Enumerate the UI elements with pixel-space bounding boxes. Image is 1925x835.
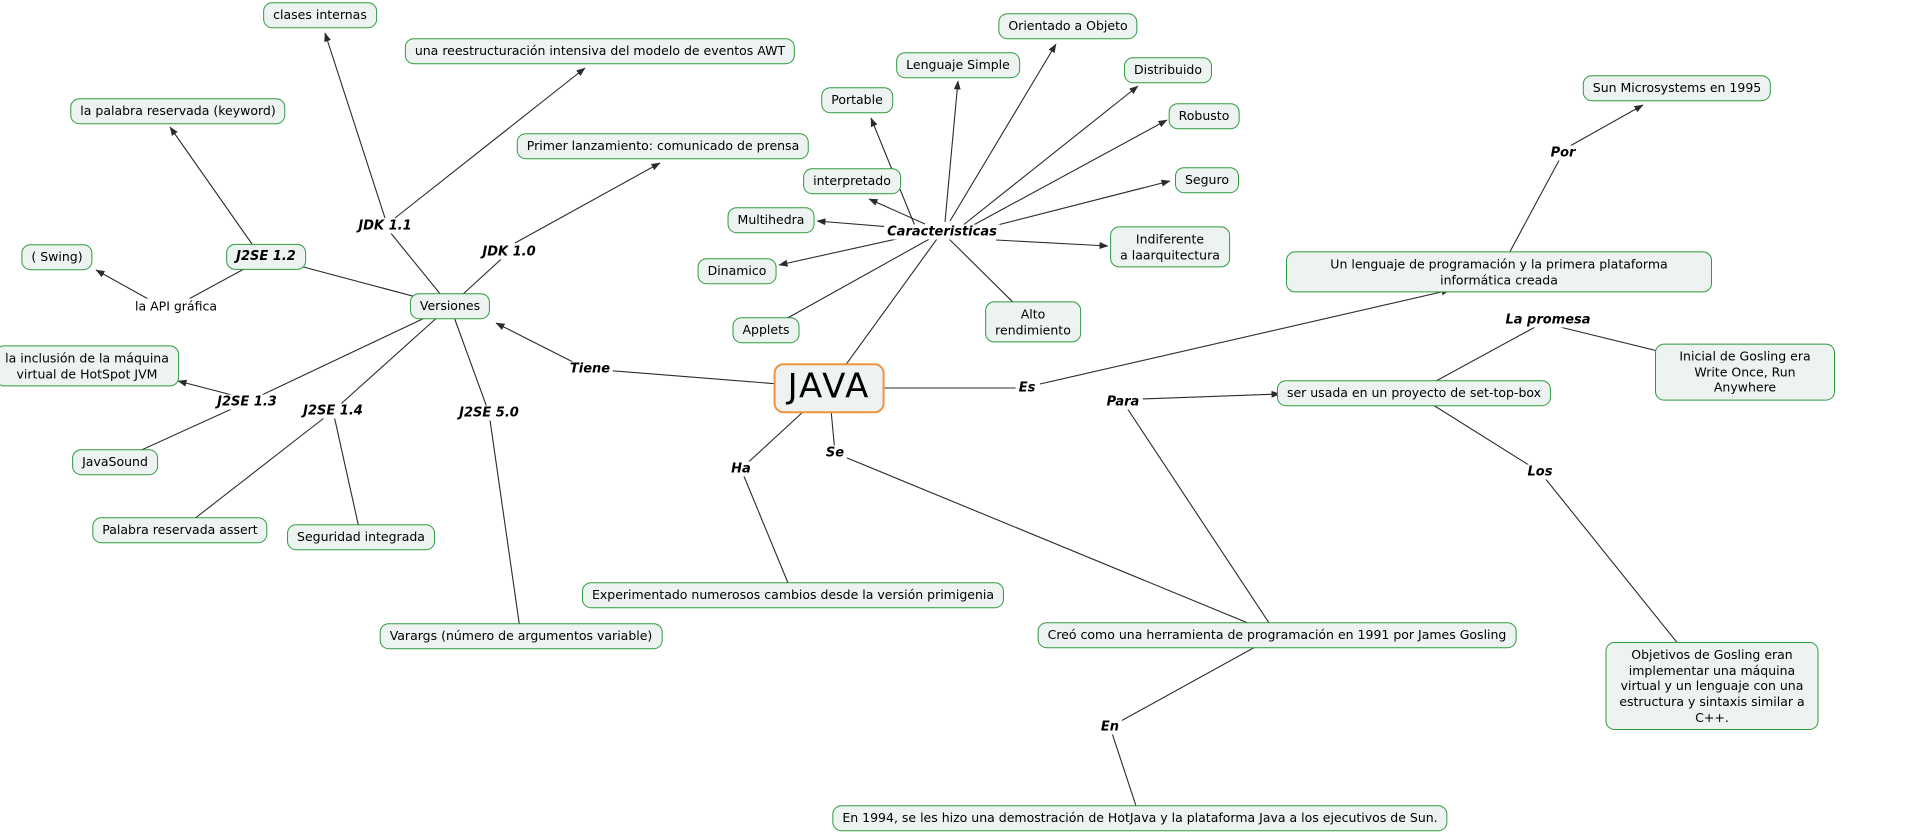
concept-node-interpretado[interactable]: interpretado bbox=[803, 168, 901, 194]
concept-node-sun-microsystems[interactable]: Sun Microsystems en 1995 bbox=[1582, 75, 1772, 101]
concept-node-dinamico[interactable]: Dinamico bbox=[697, 258, 777, 284]
edge-line-9 bbox=[246, 305, 451, 403]
concept-node-seguro[interactable]: Seguro bbox=[1175, 167, 1239, 193]
concept-node-versiones[interactable]: Versiones bbox=[409, 293, 491, 319]
concept-node-palabra-assert[interactable]: Palabra reservada assert bbox=[92, 517, 268, 543]
edge-line-21 bbox=[944, 80, 961, 223]
concept-node-clases-internas[interactable]: clases internas bbox=[263, 2, 377, 28]
concept-node-ser-usada-settopbox[interactable]: ser usada en un proyecto de set-top-box bbox=[1276, 380, 1552, 406]
edge-line-1 bbox=[324, 32, 386, 219]
edge-line-25 bbox=[969, 179, 1171, 233]
edge-line-6 bbox=[169, 126, 253, 245]
concept-node-orientado-objeto[interactable]: Orientado a Objeto bbox=[998, 13, 1138, 39]
concept-node-distribuido[interactable]: Distribuido bbox=[1123, 57, 1213, 83]
concept-node-portable[interactable]: Portable bbox=[821, 87, 893, 113]
link-label-para[interactable]: Para bbox=[1103, 394, 1143, 410]
edge-line-47 bbox=[1109, 726, 1141, 819]
concept-node-primer-lanzamiento[interactable]: Primer lanzamiento: comunicado de prensa bbox=[516, 133, 810, 159]
edge-line-38 bbox=[1122, 401, 1278, 636]
edge-line-27 bbox=[868, 198, 926, 225]
edge-line-29 bbox=[778, 235, 911, 267]
concept-node-java[interactable]: JAVA bbox=[773, 363, 885, 413]
link-label-j2se-1-3[interactable]: J2SE 1.3 bbox=[214, 394, 280, 410]
edge-line-40 bbox=[1413, 392, 1541, 473]
concept-node-multihedra[interactable]: Multihedra bbox=[727, 207, 815, 233]
concept-node-un-lenguaje[interactable]: Un lenguaje de programación y la primera… bbox=[1286, 251, 1712, 293]
concept-node-hotspot-jvm[interactable]: la inclusión de la máquina virtual de Ho… bbox=[0, 345, 179, 387]
edge-line-0 bbox=[384, 225, 451, 307]
edge-line-23 bbox=[961, 85, 1139, 227]
concept-node-seguridad-integrada[interactable]: Seguridad integrada bbox=[287, 524, 435, 550]
edge-line-13 bbox=[179, 410, 334, 531]
concept-node-applets[interactable]: Applets bbox=[732, 317, 800, 343]
edge-line-12 bbox=[332, 305, 451, 412]
edge-line-45 bbox=[740, 468, 794, 596]
edge-line-8 bbox=[95, 269, 151, 301]
edge-line-30 bbox=[765, 231, 943, 331]
link-label-en[interactable]: En bbox=[1097, 719, 1123, 735]
concept-node-alto-rendimiento[interactable]: Alto rendimiento bbox=[985, 301, 1081, 343]
link-label-jdk-1-1[interactable]: JDK 1.1 bbox=[355, 218, 415, 234]
link-label-caracteristicas[interactable]: Caracteristicas bbox=[884, 224, 1000, 240]
edge-line-15 bbox=[449, 305, 490, 414]
edge-line-14 bbox=[332, 410, 362, 538]
concept-node-creo-herramienta[interactable]: Creó como una herramienta de programació… bbox=[1037, 622, 1517, 648]
edge-line-16 bbox=[488, 412, 522, 637]
edge-line-46 bbox=[1109, 634, 1278, 728]
edge-line-22 bbox=[949, 43, 1057, 222]
concept-node-j2se-1-2[interactable]: J2SE 1.2 bbox=[226, 243, 306, 271]
edge-line-24 bbox=[967, 119, 1168, 229]
concept-node-palabra-keyword[interactable]: la palabra reservada (keyword) bbox=[70, 98, 286, 124]
link-label-j2se-1-4[interactable]: J2SE 1.4 bbox=[300, 403, 366, 419]
edge-line-35 bbox=[1569, 104, 1644, 147]
edge-line-2 bbox=[394, 67, 586, 219]
concept-node-lenguaje-simple[interactable]: Lenguaje Simple bbox=[896, 52, 1020, 78]
edge-line-4 bbox=[514, 162, 661, 244]
edge-line-33 bbox=[1039, 288, 1451, 385]
edge-line-39 bbox=[1139, 390, 1281, 400]
link-label-jdk-1-0[interactable]: JDK 1.0 bbox=[479, 244, 539, 260]
link-label-se[interactable]: Se bbox=[822, 445, 848, 461]
link-label-la-api-grafica[interactable]: la API gráfica bbox=[132, 298, 220, 314]
concept-node-demostracion-1994[interactable]: En 1994, se les hizo una demostración de… bbox=[832, 805, 1448, 831]
link-label-los[interactable]: Los bbox=[1524, 464, 1556, 480]
link-label-tiene[interactable]: Tiene bbox=[566, 361, 614, 377]
link-label-la-promesa[interactable]: La promesa bbox=[1502, 312, 1594, 328]
concept-node-varargs[interactable]: Varargs (número de argumentos variable) bbox=[379, 623, 663, 649]
link-label-j2se-5-0[interactable]: J2SE 5.0 bbox=[456, 405, 522, 421]
edge-line-26 bbox=[995, 239, 1109, 250]
concept-node-robusto[interactable]: Robusto bbox=[1168, 103, 1240, 129]
concept-node-experimentado-cambios[interactable]: Experimentado numerosos cambios desde la… bbox=[581, 582, 1005, 608]
concept-node-objetivos-gosling[interactable]: Objetivos de Gosling eran implementar un… bbox=[1605, 641, 1819, 731]
edge-line-43 bbox=[834, 452, 1278, 636]
link-label-ha[interactable]: Ha bbox=[728, 461, 754, 477]
edge-line-18 bbox=[495, 322, 576, 364]
edge-line-10 bbox=[177, 379, 233, 396]
concept-node-swing[interactable]: ( Swing) bbox=[21, 244, 93, 270]
link-label-por[interactable]: Por bbox=[1547, 145, 1579, 161]
concept-node-javasound[interactable]: JavaSound bbox=[72, 449, 158, 475]
link-label-es[interactable]: Es bbox=[1015, 380, 1039, 396]
concept-node-indiferente-arquitectura[interactable]: Indiferente a laarquitectura bbox=[1110, 226, 1230, 268]
concept-node-inicial-gosling[interactable]: Inicial de Gosling era Write Once, Run A… bbox=[1655, 343, 1835, 401]
edge-line-19 bbox=[828, 231, 943, 389]
concept-node-reestructuracion-awt[interactable]: una reestructuración intensiva del model… bbox=[404, 38, 796, 64]
